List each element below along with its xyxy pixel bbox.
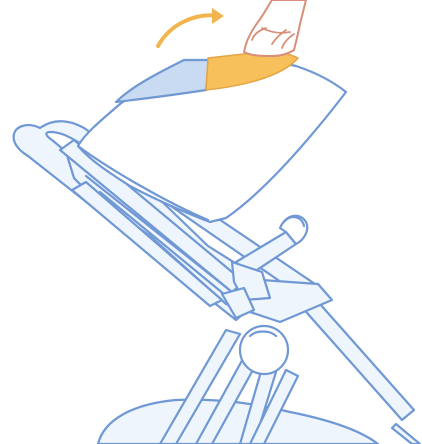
stroller-basket (98, 400, 378, 444)
hand-icon (244, 0, 306, 56)
stroller-wheel-hub (240, 326, 288, 374)
curved-arrow-icon (158, 8, 224, 46)
